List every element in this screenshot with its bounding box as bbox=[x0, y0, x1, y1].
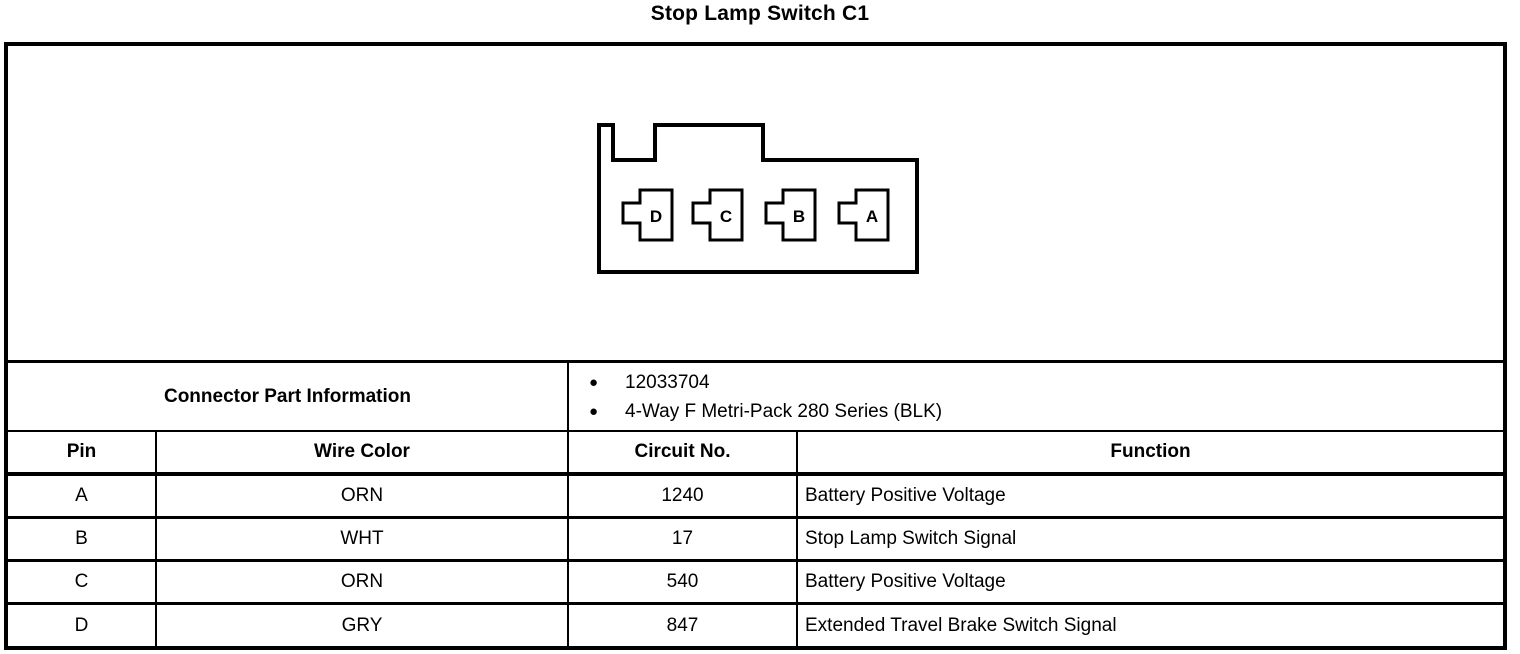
connector-series-line: ● 4-Way F Metri-Pack 280 Series (BLK) bbox=[589, 397, 1503, 426]
page-title: Stop Lamp Switch C1 bbox=[650, 2, 870, 25]
table-row: A ORN 1240 Battery Positive Voltage bbox=[8, 476, 1503, 519]
cell-pin: D bbox=[8, 605, 157, 646]
connector-drawing-area bbox=[8, 46, 1503, 363]
header-wire-color: Wire Color bbox=[157, 432, 569, 472]
connector-part-info-values: ● 12033704 ● 4-Way F Metri-Pack 280 Seri… bbox=[569, 363, 1503, 430]
table-row: B WHT 17 Stop Lamp Switch Signal bbox=[8, 519, 1503, 562]
cell-function: Battery Positive Voltage bbox=[805, 571, 1006, 592]
header-function: Function bbox=[1110, 441, 1191, 462]
cell-wire-color: GRY bbox=[157, 605, 569, 646]
part-number-line: ● 12033704 bbox=[589, 368, 1503, 397]
cell-function: Battery Positive Voltage bbox=[805, 485, 1006, 506]
cell-pin: B bbox=[8, 519, 157, 559]
bullet-icon: ● bbox=[589, 402, 599, 420]
table-row: D GRY 847 Extended Travel Brake Switch S… bbox=[8, 605, 1503, 646]
part-number: 12033704 bbox=[625, 371, 710, 393]
bullet-icon: ● bbox=[589, 373, 599, 391]
header-circuit-no: Circuit No. bbox=[569, 432, 798, 472]
cell-circuit-no: 847 bbox=[569, 605, 798, 646]
cell-circuit-no: 540 bbox=[569, 562, 798, 602]
table-header-row: Pin Wire Color Circuit No. Function bbox=[8, 432, 1503, 476]
connector-series: 4-Way F Metri-Pack 280 Series (BLK) bbox=[625, 400, 943, 422]
cell-circuit-no: 17 bbox=[569, 519, 798, 559]
connector-part-info-label: Connector Part Information bbox=[8, 363, 569, 430]
cell-function: Stop Lamp Switch Signal bbox=[805, 528, 1017, 549]
pinout-panel: Connector Part Information ● 12033704 ● … bbox=[4, 42, 1507, 650]
cell-wire-color: ORN bbox=[157, 476, 569, 516]
cell-wire-color: ORN bbox=[157, 562, 569, 602]
connector-part-info-row: Connector Part Information ● 12033704 ● … bbox=[8, 363, 1503, 432]
header-pin: Pin bbox=[8, 432, 157, 472]
table-row: C ORN 540 Battery Positive Voltage bbox=[8, 562, 1503, 605]
cell-circuit-no: 1240 bbox=[569, 476, 798, 516]
cell-pin: A bbox=[8, 476, 157, 516]
cell-function: Extended Travel Brake Switch Signal bbox=[805, 614, 1117, 636]
cell-pin: C bbox=[8, 562, 157, 602]
cell-wire-color: WHT bbox=[157, 519, 569, 559]
